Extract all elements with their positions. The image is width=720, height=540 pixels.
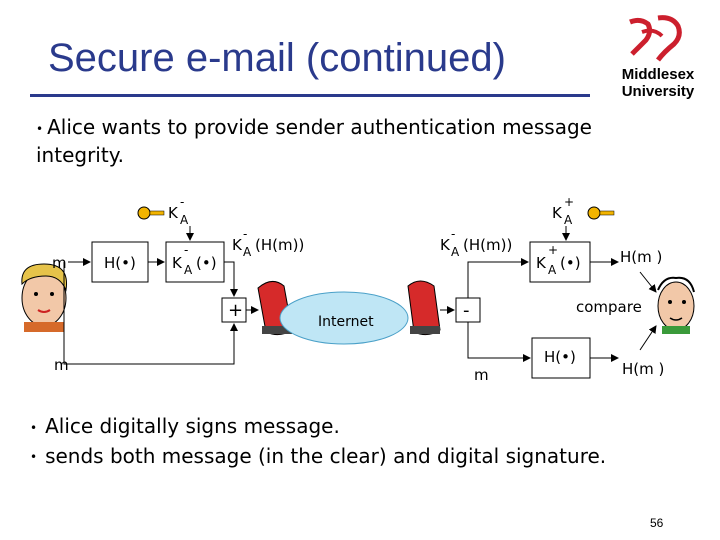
private-encrypt-box: K - A (•) xyxy=(165,241,225,283)
intro-line-2: integrity. xyxy=(36,142,125,167)
public-decrypt-sub: A xyxy=(548,263,557,277)
plus-operator: + xyxy=(221,297,247,323)
minus-symbol: - xyxy=(463,300,470,321)
public-decrypt-k: K xyxy=(536,254,547,272)
signed-hash-arg: (H(m)) xyxy=(255,236,304,254)
private-key-sup: - xyxy=(180,195,184,209)
signature-diagram: m H(•) K - A K - A (•) K - A (H(m)) + xyxy=(21,195,695,384)
hash-box-left-label: H(•) xyxy=(104,254,136,272)
bullet-item-2: • sends both message (in the clear) and d… xyxy=(30,442,710,472)
private-encrypt-sup: - xyxy=(184,243,188,257)
private-encrypt-arg: (•) xyxy=(196,254,217,272)
private-encrypt-sub: A xyxy=(184,263,193,277)
router-right-icon xyxy=(407,280,441,336)
title-divider xyxy=(30,94,590,97)
internet-label: Internet xyxy=(318,314,374,330)
private-encrypt-k: K xyxy=(172,254,183,272)
bullet-item-1: • Alice digitally signs message. xyxy=(30,412,710,442)
hash-result-top: H(m ) xyxy=(620,248,662,266)
received-hash-k: K xyxy=(440,236,451,254)
bullet-symbol: • xyxy=(30,420,38,435)
signed-hash-k: K xyxy=(232,236,243,254)
public-key-k: K xyxy=(552,204,563,222)
public-key-icon xyxy=(587,206,615,220)
public-key-sub: A xyxy=(564,213,573,227)
internet-cloud: Internet xyxy=(279,291,409,345)
message-label-right: m xyxy=(474,366,489,384)
bob-avatar-icon xyxy=(657,276,695,334)
public-decrypt-box: K + A (•) xyxy=(529,241,591,283)
bullet-symbol: • xyxy=(36,121,44,136)
public-key-sup: + xyxy=(564,195,574,209)
private-key-k: K xyxy=(168,204,179,222)
intro-line-1: Alice wants to provide sender authentica… xyxy=(47,115,592,139)
bullet-symbol: • xyxy=(30,450,38,464)
logo-text: Middlesex University xyxy=(612,66,704,100)
bottom-bullets: • Alice digitally signs message. • sends b… xyxy=(30,412,710,471)
private-key-sub: A xyxy=(180,213,189,227)
compare-label: compare xyxy=(576,298,642,316)
signed-hash-sub: A xyxy=(243,245,252,259)
logo-line-1: Middlesex xyxy=(621,66,695,83)
public-decrypt-sup: + xyxy=(548,243,558,257)
plus-symbol: + xyxy=(228,300,243,321)
logo-line-2: University xyxy=(621,83,695,100)
connector-lines xyxy=(63,226,657,365)
slide-title: Secure e-mail (continued) xyxy=(48,36,506,80)
intro-bullet: •Alice wants to provide sender authentic… xyxy=(36,114,696,168)
hash-box-right-label: H(•) xyxy=(544,348,576,366)
alice-avatar-icon xyxy=(21,263,68,332)
hash-result-bottom: H(m ) xyxy=(622,360,664,378)
message-label-top: m xyxy=(52,254,67,272)
bullet-text: Alice digitally signs message. xyxy=(45,414,340,438)
received-hash-arg: (H(m)) xyxy=(463,236,512,254)
bullet-text: sends both message (in the clear) and di… xyxy=(45,443,607,468)
received-hash-sub: A xyxy=(451,245,460,259)
page-number: 56 xyxy=(650,516,664,530)
received-hash-sup: - xyxy=(451,227,455,241)
hash-box-left: H(•) xyxy=(91,241,149,283)
logo-mark xyxy=(629,15,682,62)
signed-hash-sup: - xyxy=(243,227,247,241)
university-logo-icon xyxy=(629,15,682,62)
hash-box-right: H(•) xyxy=(531,337,591,379)
minus-operator: - xyxy=(455,297,481,323)
public-decrypt-arg: (•) xyxy=(560,254,581,272)
message-label-bottom: m xyxy=(54,356,69,374)
private-key-icon xyxy=(137,206,165,220)
